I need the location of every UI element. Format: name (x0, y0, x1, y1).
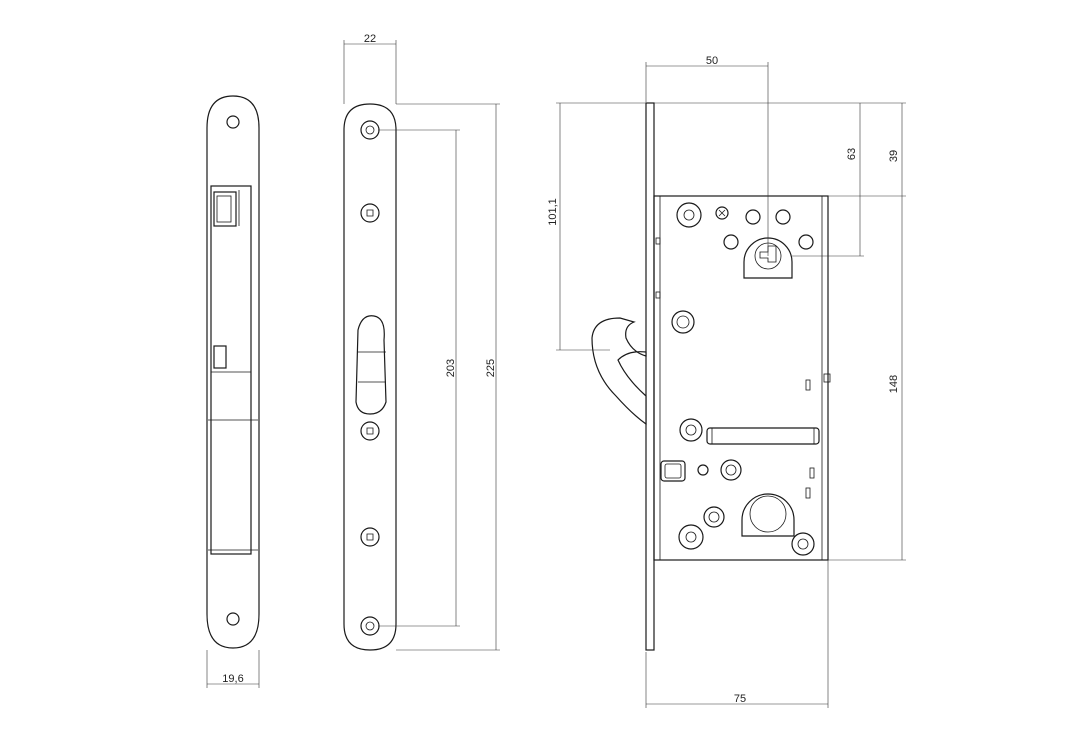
case-screw-top (676, 202, 702, 228)
front-faceplate-outline (343, 103, 397, 651)
dim-top-to-case-label: 39 (888, 150, 900, 162)
spindle-pin-holes (723, 209, 814, 250)
dim-top-to-spindle-label: 63 (846, 148, 858, 160)
side-faceplate-outline (206, 95, 260, 649)
front-screw-4 (360, 527, 380, 547)
side-case-body (210, 185, 252, 555)
dim-backset-label: 50 (706, 55, 718, 67)
slide-bar (706, 427, 820, 445)
dim-hole-spacing-label: 203 (445, 359, 457, 377)
dim-side-width-label: 19,6 (222, 673, 243, 685)
side-view (206, 95, 260, 649)
case-screw-lower (678, 524, 704, 550)
small-pin (697, 464, 709, 476)
front-bottom-screw (360, 616, 380, 636)
side-top-hole (226, 115, 240, 129)
hook-bolt (591, 317, 647, 426)
front-hook-bolt (355, 315, 387, 415)
square-button (660, 460, 686, 482)
case-screw-hook (671, 310, 695, 334)
small-screw-cross (715, 206, 729, 220)
dim-top-to-case: 39 (828, 102, 906, 197)
dim-front-height-label: 225 (485, 359, 497, 377)
lock-body-view (591, 102, 831, 651)
dim-side-width: 19,6 (206, 650, 260, 688)
side-bottom-hole (226, 612, 240, 626)
cylinder-hole (741, 493, 795, 537)
dim-front-width-label: 22 (364, 33, 376, 45)
case-screw-bottom-right (791, 532, 815, 556)
dim-top-to-spindle: 63 (654, 102, 864, 257)
dim-hook-height: 101,1 (547, 102, 646, 351)
round-nut-upper (720, 459, 742, 481)
front-screw-2 (360, 203, 380, 223)
front-screw-3 (360, 421, 380, 441)
case-screw-middle (679, 418, 703, 442)
front-top-screw (360, 120, 380, 140)
dim-hook-height-label: 101,1 (547, 198, 559, 226)
dim-hole-spacing: 203 (378, 129, 460, 627)
dim-case-width: 75 (645, 560, 829, 708)
body-faceplate (645, 102, 655, 651)
side-latch-inner (216, 195, 232, 223)
dim-case-width-label: 75 (734, 693, 746, 705)
lock-case (653, 195, 829, 561)
dim-case-height-label: 148 (888, 375, 900, 393)
dim-case-height: 148 (828, 196, 906, 561)
side-latch-block (213, 191, 237, 227)
front-view (343, 103, 397, 651)
round-nut-lower (703, 506, 725, 528)
case-slots (655, 237, 831, 499)
side-hook-slot (213, 345, 227, 369)
dim-front-width: 22 (343, 33, 397, 104)
dim-front-height: 225 (396, 103, 500, 651)
dim-backset: 50 (645, 55, 769, 256)
